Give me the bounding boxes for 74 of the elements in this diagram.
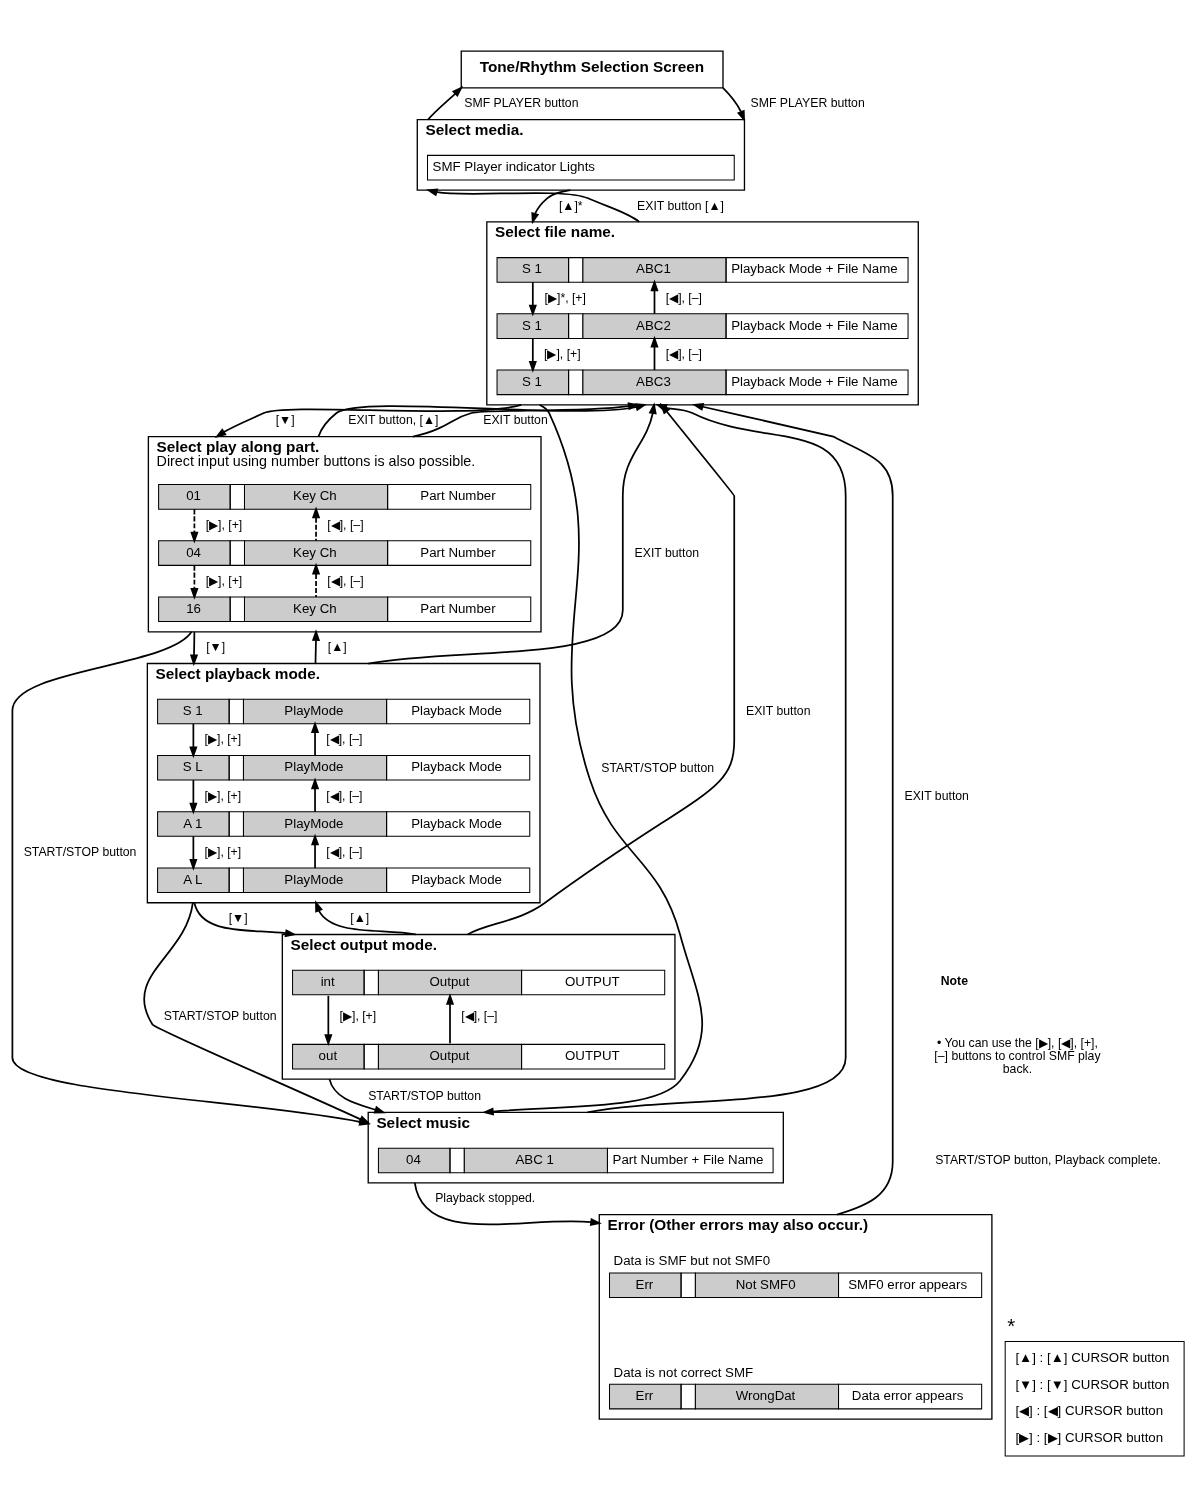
arrow	[317, 402, 647, 437]
node-box: Tone/Rhythm Selection Screen	[460, 49, 724, 89]
arrow	[315, 899, 417, 935]
edge-label: [◀], [–]	[326, 844, 363, 859]
edge-label: SMF PLAYER button	[750, 95, 865, 110]
edge-label: EXIT button [▲]	[637, 198, 724, 213]
arrow	[650, 279, 659, 315]
node-box: SMF Player indicator Lights	[427, 154, 735, 180]
edge-label: EXIT button, [▲]	[348, 412, 439, 427]
arrow	[190, 507, 199, 543]
arrow	[328, 1077, 386, 1113]
node-box: [▲] : [▲] CURSOR button [▼] : [▼] CURSOR button [◀] : [◀] CURSOR button [▶] : [▶] CURSOR button	[1004, 1340, 1185, 1456]
arrow	[531, 188, 572, 224]
arrow	[190, 564, 199, 600]
edge-label: [▶], [+]	[339, 1008, 377, 1023]
edge-label: [◀], [–]	[665, 290, 702, 305]
edge-label: [▶], [+]	[204, 731, 242, 746]
arrow	[528, 337, 537, 373]
edge-label: EXIT button	[746, 703, 811, 718]
edge-label: START/STOP button	[368, 1088, 482, 1103]
edge-label: [▼]	[228, 910, 248, 925]
edge-label: [◀], [–]	[327, 573, 364, 588]
edge-label: [▲]*	[558, 198, 583, 213]
arrow	[650, 335, 659, 371]
arrow	[426, 187, 641, 223]
arrow	[367, 401, 657, 664]
arrow	[691, 402, 894, 1215]
edge-label: [◀], [–]	[326, 731, 363, 746]
arrow	[311, 628, 321, 664]
edge-label: START/STOP button	[163, 1008, 277, 1023]
edge-label: [▶], [+]	[204, 788, 242, 803]
edge-label: [◀], [–]	[327, 517, 364, 532]
arrow	[189, 722, 198, 758]
edge-label: [▲]	[327, 639, 347, 654]
arrow	[324, 994, 333, 1046]
edge-label: START/STOP button	[23, 844, 137, 859]
arrow	[189, 630, 199, 666]
edge-label: [▶], [+]	[204, 844, 242, 859]
edge-label: EXIT button	[634, 545, 700, 560]
label: • You can use the [▶], [◀], [+], [–] buttons to control SMF play back.	[934, 1035, 1101, 1076]
arrow	[413, 1181, 602, 1226]
edge-label: [▶], [+]	[205, 573, 243, 588]
arrow	[311, 562, 321, 598]
arrow	[310, 833, 320, 869]
arrow	[427, 85, 464, 120]
edge-label: [▶], [+]	[544, 346, 581, 361]
node-label: *	[1007, 1313, 1016, 1337]
arrow	[189, 834, 198, 871]
edge-label: [▼]	[206, 639, 226, 654]
edge-label: START/STOP button	[601, 759, 715, 774]
edge-label: [◀], [–]	[326, 788, 363, 803]
edge-label: [◀], [–]	[665, 346, 702, 361]
arrow	[311, 506, 321, 542]
arrow	[445, 992, 455, 1044]
arrow	[310, 776, 320, 813]
edge-label: EXIT button	[904, 788, 969, 803]
edge-label: Playback stopped.	[435, 1190, 536, 1205]
edge-label: [▶], [+]	[205, 517, 243, 532]
edge-label: [▲]	[350, 910, 370, 925]
arrow	[214, 403, 523, 438]
arrow	[189, 778, 198, 814]
label: START/STOP button, Playback complete.	[935, 1152, 1162, 1167]
edge-label: [▼]	[275, 412, 295, 427]
arrow	[310, 720, 320, 756]
node-label: Data is SMF but not SMF0	[613, 1252, 771, 1268]
node-label: Data is not correct SMF	[613, 1364, 754, 1380]
edge-label: [◀], [–]	[461, 1008, 498, 1023]
label: Note	[940, 973, 968, 988]
edge-label: SMF PLAYER button	[464, 95, 579, 110]
arrow	[193, 901, 297, 937]
arrow	[528, 280, 537, 316]
arrow	[722, 86, 746, 122]
edge-label: EXIT button	[483, 412, 548, 427]
edge-label: [▶]*, [+]	[544, 290, 586, 305]
